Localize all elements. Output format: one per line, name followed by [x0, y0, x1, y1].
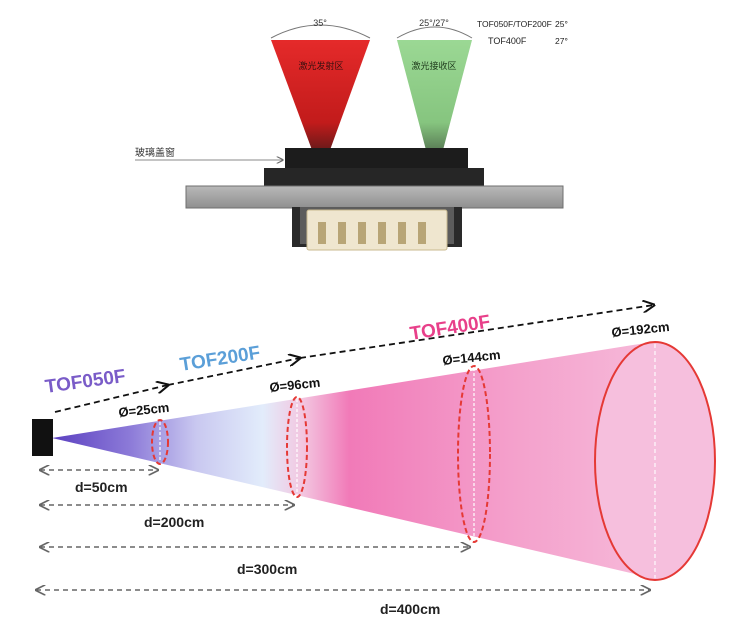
- diameter-25-label: Ø=25cm: [118, 400, 170, 420]
- tof400-label: TOF400F: [408, 312, 491, 345]
- ellipse-144: [457, 365, 491, 543]
- recv-zone-label: 激光接收区: [411, 60, 456, 71]
- ellipse-96: [286, 396, 308, 498]
- beam-cone: [52, 342, 652, 578]
- distance-300-label: d=300cm: [237, 561, 297, 577]
- range-arrow-tof200: [167, 358, 300, 386]
- emit-angle-arc: [270, 24, 371, 39]
- model-a-label: TOF050F/TOF200F: [477, 19, 552, 29]
- recv-angle-label: 25°/27°: [419, 18, 449, 28]
- beam-end-ellipse: [594, 341, 716, 581]
- pcb-plate: [185, 185, 564, 209]
- model-b-label: TOF400F: [488, 36, 527, 46]
- tof200-label: TOF200F: [178, 343, 261, 376]
- recv-cone: [397, 40, 472, 150]
- tof050-label: TOF050F: [44, 366, 127, 398]
- emit-zone-label: 激光发射区: [298, 60, 343, 71]
- model-b-angle: 27°: [555, 36, 568, 46]
- beam-diagram: [32, 305, 716, 590]
- distance-50-label: d=50cm: [75, 479, 128, 495]
- sensor-module: [135, 24, 564, 251]
- sensor-block: [32, 419, 53, 456]
- connector-pins: [318, 222, 426, 244]
- distance-400-label: d=400cm: [380, 601, 440, 617]
- ellipse-25: [151, 419, 169, 465]
- diameter-96-label: Ø=96cm: [269, 375, 321, 395]
- sensor-body: [264, 168, 484, 188]
- diameter-192-label: Ø=192cm: [611, 319, 670, 340]
- model-a-angle: 25°: [555, 19, 568, 29]
- glass-window-label: 玻璃盖窗: [135, 146, 175, 159]
- glass-window: [285, 148, 468, 170]
- top-labels: 35° 25°/27° 激光发射区 激光接收区 TOF050F/TOF200F …: [135, 18, 568, 159]
- distance-200-label: d=200cm: [144, 514, 204, 530]
- diameter-144-label: Ø=144cm: [442, 347, 501, 368]
- emit-cone: [271, 40, 370, 150]
- emit-angle-label: 35°: [313, 18, 327, 28]
- recv-angle-arc: [396, 26, 473, 39]
